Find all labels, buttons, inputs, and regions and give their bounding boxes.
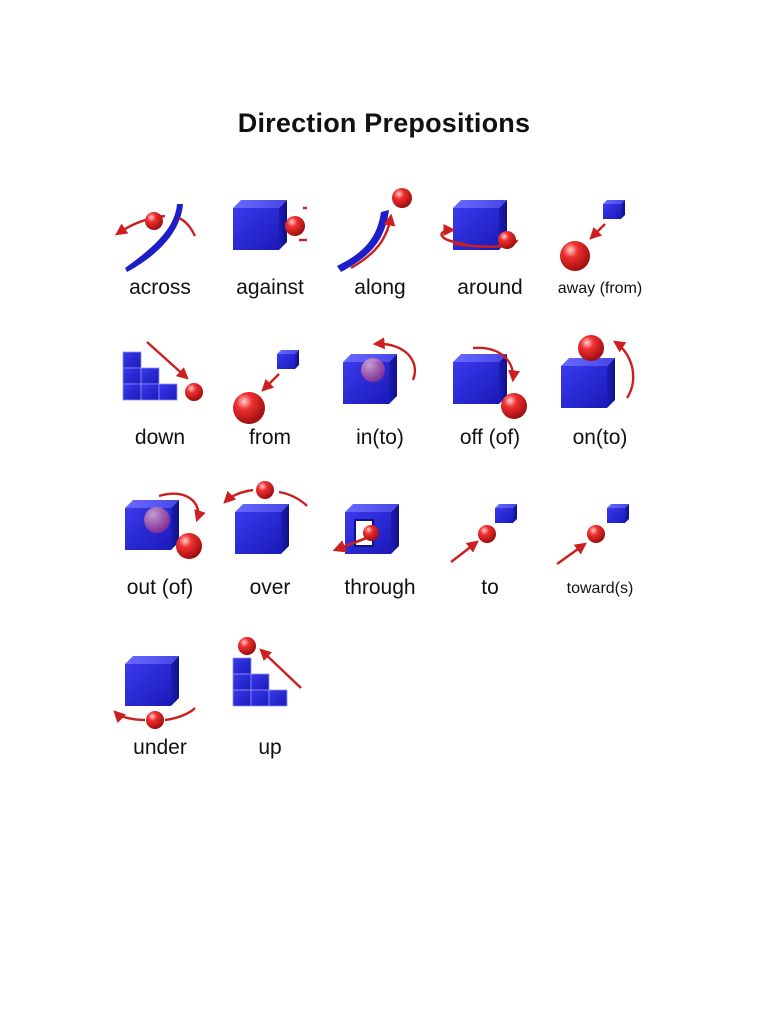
item-under: under [105,650,215,770]
item-to: to [435,490,545,610]
to-icon [450,504,517,563]
through-icon [332,504,399,554]
item-over: over [215,481,325,610]
item-label: along [354,276,406,299]
over-icon [223,481,308,554]
item-label: from [249,426,291,449]
out-of-icon [125,492,206,559]
item-up: up [215,637,325,770]
item-through: through [325,490,435,610]
item-away-from: away (from) [545,190,655,310]
page-title: Direction Prepositions [237,108,531,138]
item-label: in(to) [356,426,404,449]
item-label: off (of) [459,426,521,449]
item-label: under [133,736,187,759]
under-icon [113,656,196,729]
item-out-of: out (of) [105,490,215,610]
item-label: on(to) [572,426,628,449]
item-off-of: off (of) [435,340,545,460]
item-label: down [134,426,186,449]
down-icon [122,341,203,401]
from-icon [233,350,299,424]
item-along: along [325,188,435,310]
item-onto: on(to) [545,335,655,460]
item-label: across [129,276,191,299]
towards-icon [556,504,629,565]
into-icon [343,337,416,404]
around-icon [440,200,519,250]
off-of-icon [453,346,527,419]
item-against: against [215,190,325,310]
up-icon [232,637,302,707]
across-icon [115,204,197,272]
item-label: against [236,276,304,299]
onto-icon [561,335,635,408]
item-down: down [105,340,215,460]
item-into: in(to) [325,337,435,460]
item-label: over [249,576,291,599]
item-label: through [344,576,416,599]
item-label: away (from) [557,280,643,297]
item-label: around [457,276,523,299]
item-label: toward(s) [566,580,634,597]
item-label: out (of) [126,576,194,599]
away-from-icon [560,200,625,271]
item-label: up [258,736,282,759]
along-icon [337,188,412,272]
item-from: from [215,340,325,460]
item-towards: toward(s) [545,490,655,610]
against-icon [233,200,307,250]
item-across: across [105,190,215,310]
item-around: around [435,190,545,310]
item-label: to [481,576,499,599]
